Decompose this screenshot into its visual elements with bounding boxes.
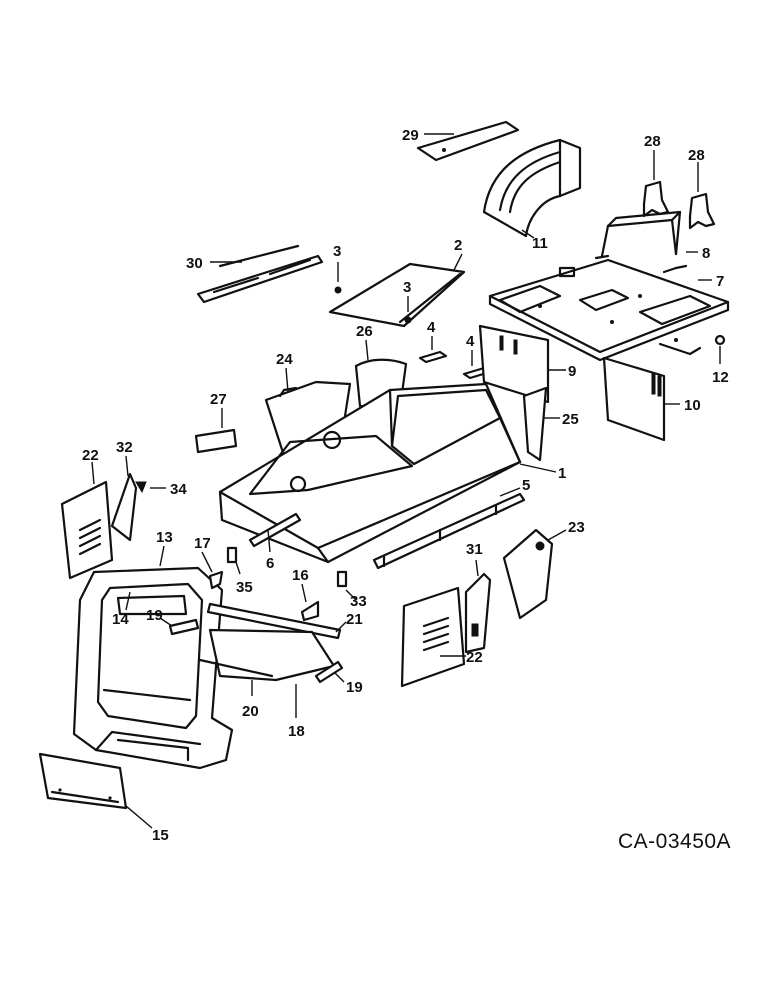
callout-4-left: 4	[427, 319, 436, 336]
callout-23: 23	[568, 519, 585, 536]
part-34-screw	[135, 481, 166, 494]
part-17-clip	[201, 551, 224, 590]
callout-15: 15	[152, 827, 169, 844]
callout-33: 33	[350, 593, 367, 610]
part-21-rail	[206, 602, 347, 640]
drawing-code: CA-03450A	[618, 830, 731, 853]
part-3-bolt-a	[334, 262, 342, 294]
callout-16: 16	[292, 567, 309, 584]
callout-14: 14	[112, 611, 129, 628]
callout-28-left: 28	[644, 133, 661, 150]
callout-19-right: 19	[346, 679, 363, 696]
part-29-plate	[416, 120, 520, 162]
part-25-bracket	[522, 386, 560, 462]
callout-3-top: 3	[333, 243, 341, 260]
part-19-strip-a	[159, 617, 200, 636]
callout-10: 10	[684, 397, 701, 414]
part-9-panel	[478, 324, 566, 404]
callout-5: 5	[522, 477, 530, 494]
callout-13: 13	[156, 529, 173, 546]
part-7-deck-plate	[488, 258, 730, 362]
part-16-tab	[300, 583, 320, 622]
part-30-strip	[196, 244, 324, 304]
callout-1: 1	[558, 465, 566, 482]
part-33-fastener	[336, 570, 357, 601]
callout-25: 25	[562, 411, 579, 428]
part-23-side-panel	[502, 528, 567, 620]
part-18-lower-plate	[208, 628, 336, 718]
callout-6: 6	[266, 555, 274, 572]
part-35-fastener	[226, 546, 241, 575]
part-28-bracket-right	[688, 162, 716, 230]
callout-26: 26	[356, 323, 373, 340]
callout-24: 24	[276, 351, 293, 368]
part-19-strip-b	[314, 660, 345, 684]
callout-18: 18	[288, 723, 305, 740]
part-31-side-bracket	[464, 559, 492, 654]
callout-4-right: 4	[466, 333, 475, 350]
callout-12: 12	[712, 369, 729, 386]
part-15-lower-grille	[38, 752, 153, 829]
part-22-screen-right	[400, 586, 466, 688]
part-12-fitting	[714, 334, 726, 364]
callout-22-left: 22	[82, 447, 99, 464]
part-2-cover-panel	[328, 253, 466, 328]
part-27-decal	[194, 408, 238, 454]
callout-30: 30	[186, 255, 203, 272]
callout-8: 8	[702, 245, 710, 262]
callout-21: 21	[346, 611, 363, 628]
callout-28-right: 28	[688, 147, 705, 164]
callout-27: 27	[210, 391, 227, 408]
part-8-u-bracket	[594, 210, 698, 274]
callout-32: 32	[116, 439, 133, 456]
part-13-grille-frame	[72, 545, 234, 770]
part-3-bolt-b	[404, 296, 412, 324]
callout-34: 34	[170, 481, 187, 498]
part-10-panel	[602, 356, 680, 442]
callout-9: 9	[568, 363, 576, 380]
part-6-bar	[248, 512, 302, 553]
callout-22-right: 22	[466, 649, 483, 666]
part-22-screen-left	[60, 461, 114, 580]
part-4-clip-a	[418, 336, 448, 364]
callout-17: 17	[194, 535, 211, 552]
part-5-rail	[372, 487, 526, 570]
part-11-fender	[482, 138, 582, 239]
callout-11: 11	[532, 235, 548, 252]
callout-19-left: 19	[146, 607, 163, 624]
part-28-bracket-left	[642, 150, 670, 218]
callout-35: 35	[236, 579, 253, 596]
callout-2: 2	[454, 237, 462, 254]
callout-3-lower: 3	[403, 279, 411, 296]
part-20-rod	[198, 658, 274, 696]
callout-20: 20	[242, 703, 259, 720]
part-32-side-bracket	[110, 455, 138, 542]
callout-29: 29	[402, 127, 419, 144]
callout-7: 7	[716, 273, 724, 290]
callout-31: 31	[466, 541, 483, 558]
